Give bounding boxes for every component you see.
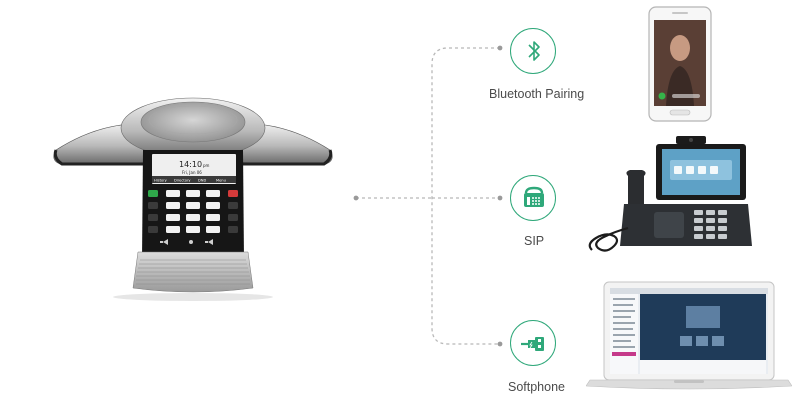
sip-button[interactable] xyxy=(510,175,556,221)
lcd-clock-suffix: pm xyxy=(203,163,210,168)
softphone-button[interactable] xyxy=(510,320,556,366)
bluetooth-icon xyxy=(528,41,540,61)
conference-phone: 14:10 pm Fri, Jan 06 History Directory D… xyxy=(53,97,333,301)
desk-phone-image xyxy=(588,136,752,252)
option-label-bluetooth: Bluetooth Pairing xyxy=(489,87,585,101)
desk-phone-icon xyxy=(524,186,544,207)
smartphone-image xyxy=(648,6,712,122)
usb-plug-icon xyxy=(521,337,544,351)
softkey-menu[interactable]: Menu xyxy=(216,179,226,183)
softkey-dnd[interactable]: DND xyxy=(198,179,206,183)
bluetooth-pairing-button[interactable] xyxy=(510,28,556,74)
lcd-clock: 14:10 xyxy=(179,160,202,169)
laptop-image xyxy=(586,281,792,390)
softkey-history[interactable]: History xyxy=(154,179,168,183)
softkey-directory[interactable]: Directory xyxy=(174,179,191,183)
lcd-date: Fri, Jan 06 xyxy=(182,170,202,175)
option-label-sip: SIP xyxy=(524,234,545,248)
option-label-softphone: Softphone xyxy=(508,380,565,394)
